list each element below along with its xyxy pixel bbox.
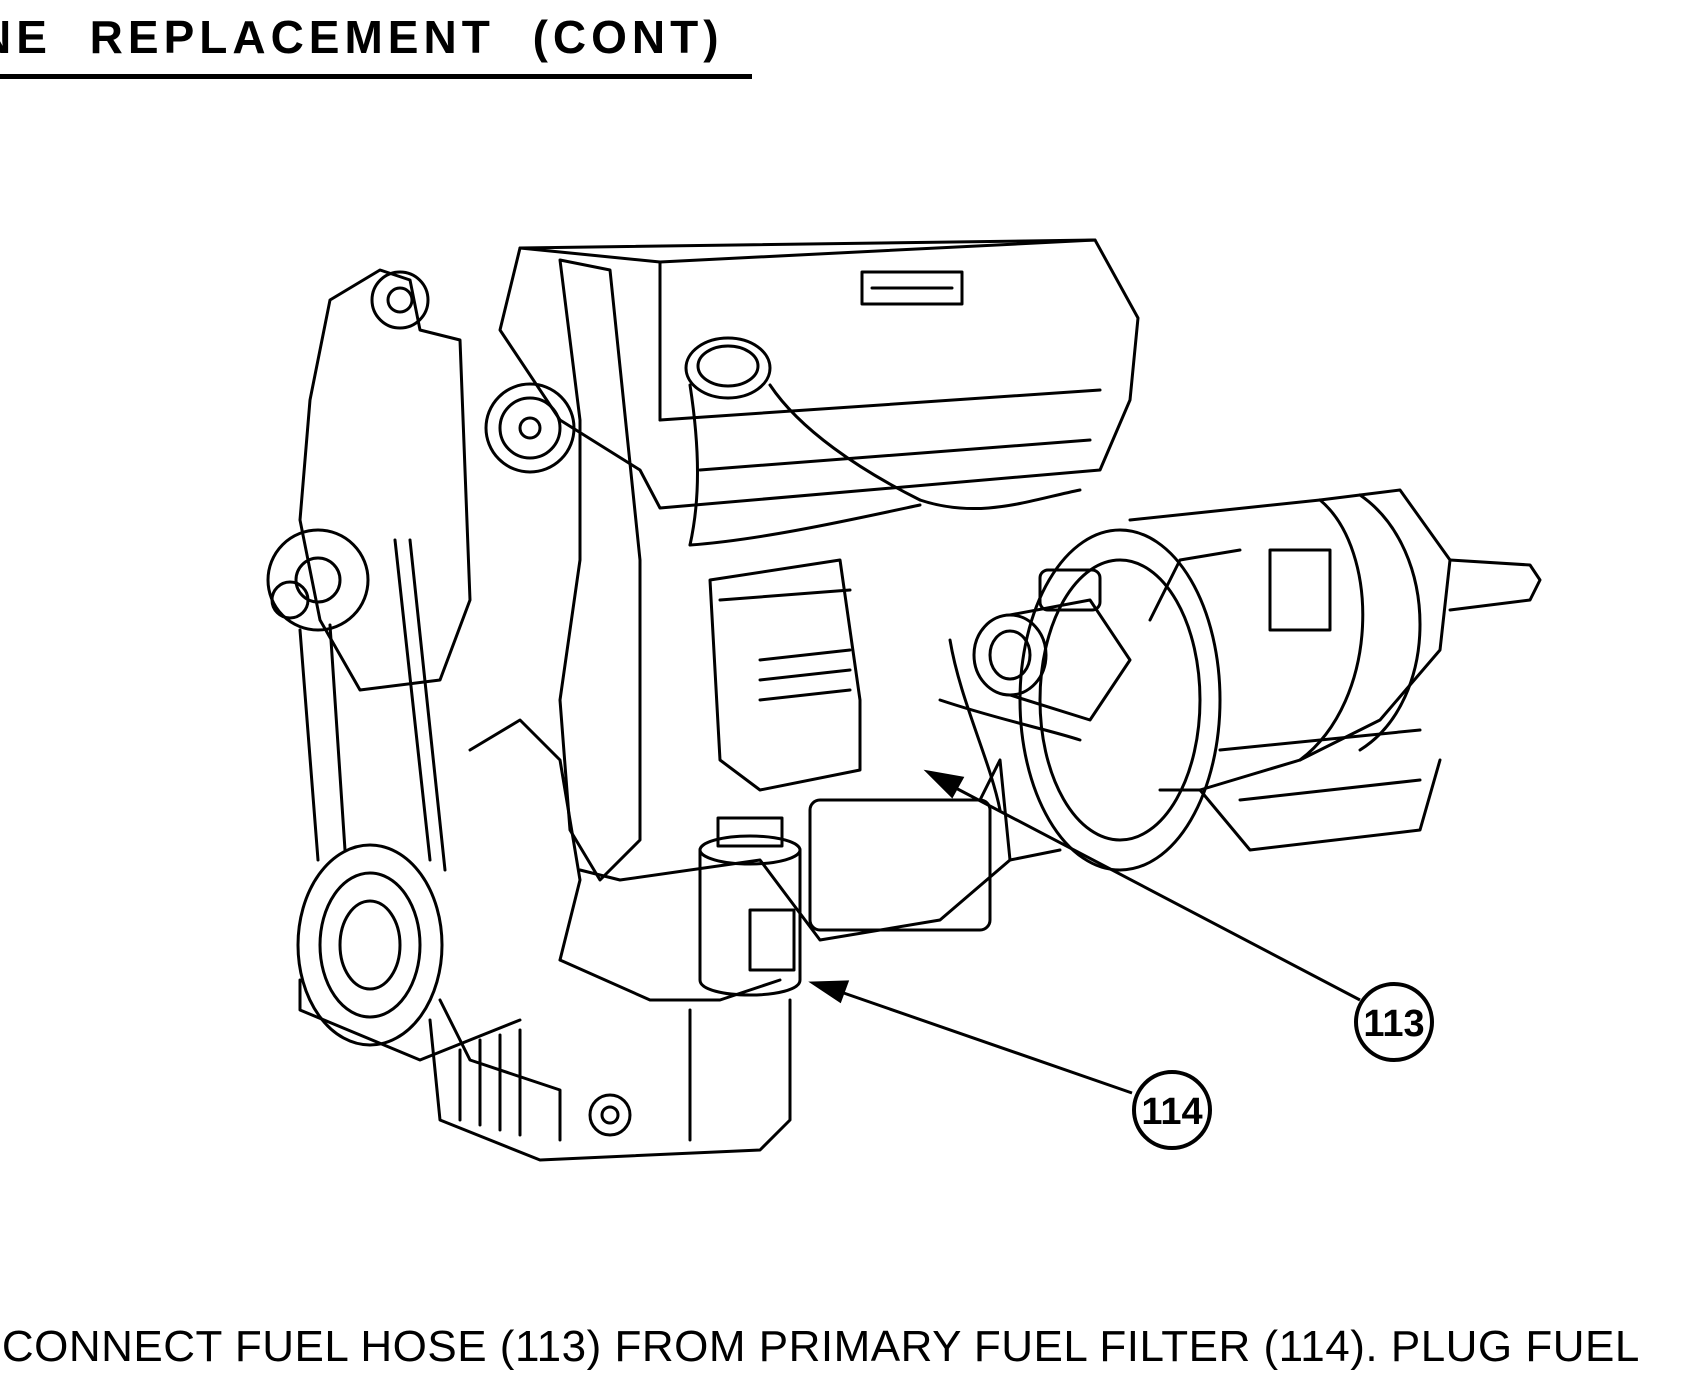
intake-elbow (684, 336, 922, 547)
flywheel-housing (1018, 528, 1222, 872)
fuel-hose (918, 488, 1082, 812)
starter-motor (972, 568, 1132, 722)
instruction-text: SCONNECT FUEL HOSE (113) FROM PRIMARY FU… (0, 1322, 1640, 1371)
transmission (1128, 488, 1542, 852)
leader-lines (808, 769, 1361, 1095)
callout-114: 114 (1132, 1070, 1212, 1150)
drive-belt (266, 528, 522, 1062)
page-title: NE REPLACEMENT (CONT) (0, 11, 724, 63)
air-compressor (708, 558, 862, 792)
oil-pan (428, 998, 792, 1162)
valve-cover (498, 238, 1140, 510)
callout-114-label: 114 (1141, 1091, 1202, 1133)
primary-fuel-filter (698, 816, 802, 997)
callout-113-label: 113 (1363, 1003, 1424, 1045)
engine-block (438, 718, 1062, 1142)
title-underline (0, 74, 752, 79)
front-cover (298, 258, 642, 882)
callout-113: 113 (1354, 982, 1434, 1062)
